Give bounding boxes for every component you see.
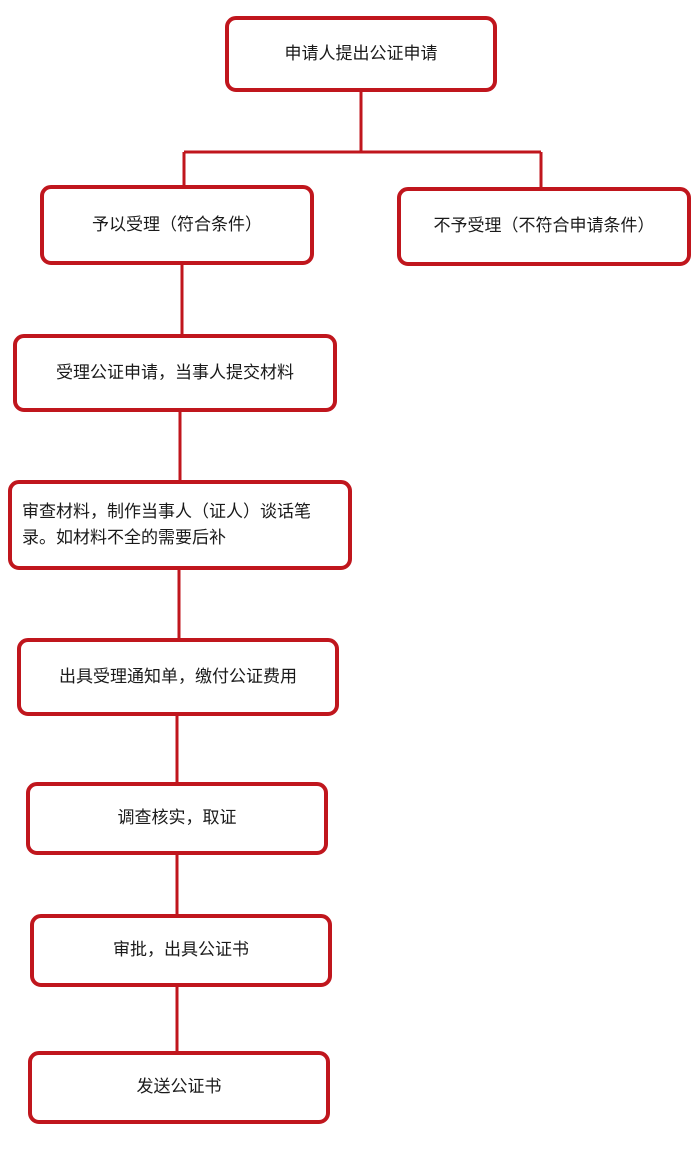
node-issue-notice: 出具受理通知单，缴付公证费用 — [17, 638, 339, 716]
node-submit-materials: 受理公证申请，当事人提交材料 — [13, 334, 337, 412]
node-send-certificate: 发送公证书 — [28, 1051, 330, 1124]
node-accept: 予以受理（符合条件） — [40, 185, 314, 265]
node-reject-label: 不予受理（不符合申请条件） — [433, 216, 655, 237]
node-send-certificate-label: 发送公证书 — [136, 1077, 222, 1098]
node-apply-label: 申请人提出公证申请 — [284, 43, 438, 64]
node-verify-evidence: 调查核实，取证 — [26, 782, 328, 855]
node-accept-label: 予以受理（符合条件） — [92, 214, 262, 235]
node-apply: 申请人提出公证申请 — [225, 16, 497, 92]
node-issue-notice-label: 出具受理通知单，缴付公证费用 — [59, 666, 297, 687]
node-approve-issue: 审批，出具公证书 — [30, 914, 332, 987]
node-review-materials: 审查材料，制作当事人（证人）谈话笔录。如材料不全的需要后补 — [8, 480, 352, 570]
node-verify-evidence-label: 调查核实，取证 — [117, 808, 237, 829]
node-review-materials-label: 审查材料，制作当事人（证人）谈话笔录。如材料不全的需要后补 — [22, 501, 311, 548]
node-reject: 不予受理（不符合申请条件） — [397, 187, 691, 266]
node-approve-issue-label: 审批，出具公证书 — [113, 940, 249, 961]
node-submit-materials-label: 受理公证申请，当事人提交材料 — [56, 362, 294, 383]
